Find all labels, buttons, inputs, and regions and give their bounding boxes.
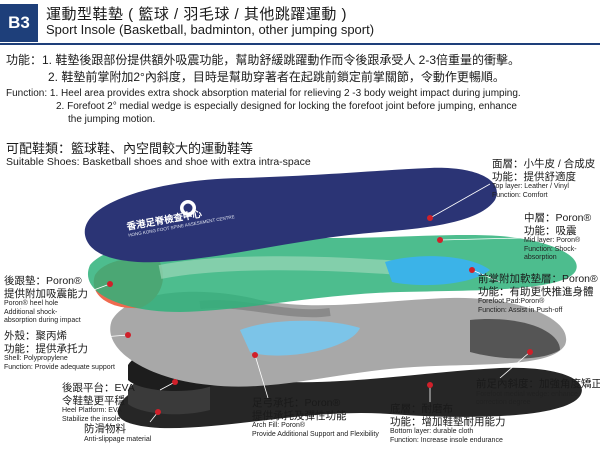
label-text: 面層：小牛皮 / 合成皮 [492,158,595,171]
marker-forefoot-pad [469,267,475,273]
page-title-zh: 運動型鞋墊 ( 籃球 / 羽毛球 / 其他跳躍運動 ) [46,3,347,24]
label-heel-pad: 後跟墊：Poron® 提供附加吸震能力 Poron® heel hole Add… [4,275,88,325]
arch-fill-shape [240,321,360,356]
marker-bottom-layer [427,382,433,388]
label-text: 中層：Poron® [524,212,591,225]
label-text: Function: Provide adequate support [4,364,115,372]
label-text: 足弓承托：Poron® [252,397,379,410]
label-text: Function: Shock- [524,246,591,254]
label-text: correction degree [476,399,600,407]
label-text: Forefoot Pad:Poron® [478,298,598,306]
label-text: Additional shock- [4,309,88,317]
label-text: 提供承托及彈性功能 [252,410,379,423]
label-text: absorption [524,254,591,262]
suitable-shoes-zh: 可配鞋類：籃球鞋、內空間較大的運動鞋等 [6,138,253,157]
top-layer-shape [85,168,497,262]
label-text: Function: Comfort [492,192,595,200]
marker-anti-slip [155,409,161,415]
label-text: Arch Fill: Poron® [252,422,379,430]
label-forefoot-pad: 前掌附加軟墊層：Poron® 功能：有助更快推進身體 Forefoot Pad:… [478,273,598,315]
anti-slip-shape [128,374,210,414]
label-text: Function: Increase insole endurance [390,437,506,445]
label-text: 令鞋墊更平穩 [62,395,135,408]
function-zh-line2: 2. 鞋墊前掌附加2°內斜度，目時是幫助穿著者在起跳前鎖定前掌關節，令動作更暢順… [48,68,505,85]
section-code-badge: B3 [0,4,38,42]
label-text: 前掌附加軟墊層：Poron® [478,273,598,286]
label-text: 後跟墊：Poron® [4,275,88,288]
logo-text: 香港足脊檢查中心 HONG KONG FOOT SPINE ASSESSMENT… [126,203,235,238]
label-text: absorption during impact [4,317,88,325]
marker-shell [125,332,131,338]
label-text: Shell: Polypropylene [4,355,115,363]
label-text: 後跟平台：EVA [62,382,135,395]
marker-forefoot-wedge [527,349,533,355]
label-text: 前足內斜度：加強角度矯正 [476,378,600,391]
label-text: 功能：提供舒適度 [492,171,595,184]
label-text: Forefoot medial wedge: enhance [476,391,600,399]
heel-platform-shape [128,348,215,391]
label-text: Anti-slippage material [84,436,151,444]
label-text: 防滑物料 [84,423,151,436]
marker-top-layer [427,215,433,221]
label-text: Bottom layer: durable cloth [390,428,506,436]
label-text: Poron® heel hole [4,300,88,308]
label-text: 提供附加吸震能力 [4,288,88,301]
label-text: Provide Additional Support and Flexibili… [252,431,379,439]
label-text: Mid layer: Poron® [524,237,591,245]
label-text: 功能：提供承托力 [4,343,115,356]
label-top-layer: 面層：小牛皮 / 合成皮 功能：提供舒適度 Top layer: Leather… [492,158,595,200]
function-zh-line1: 功能：1. 鞋墊後跟部份提供額外吸震功能，幫助舒緩跳躍動作而令後跟承受人 2-3… [6,51,520,68]
marker-heel-pad [107,281,113,287]
suitable-shoes-en: Suitable Shoes: Basketball shoes and sho… [6,156,311,168]
label-heel-platform: 後跟平台：EVA 令鞋墊更平穩 Heel Platform: EVA Stabi… [62,382,135,424]
label-bottom-layer: 底層：耐磨布 功能：增加鞋墊耐用能力 Bottom layer: durable… [390,403,506,445]
label-text: Function: Assist in Push-off [478,307,598,315]
heel-pad-shape [94,258,163,308]
marker-mid-layer [437,237,443,243]
label-text: 功能：增加鞋墊耐用能力 [390,416,506,429]
function-en-line1: Function: 1. Heel area provides extra sh… [6,88,521,100]
label-shell: 外殼：聚丙烯 功能：提供承托力 Shell: Polypropylene Fun… [4,330,115,372]
marker-heel-platform [172,379,178,385]
label-arch-fill: 足弓承托：Poron® 提供承托及彈性功能 Arch Fill: Poron® … [252,397,379,439]
marker-arch-fill [252,352,258,358]
label-text: Heel Platform: EVA [62,407,135,415]
page-title-en: Sport Insole (Basketball, badminton, oth… [46,22,374,37]
label-text: 功能：有助更快推進身體 [478,286,598,299]
label-mid-layer: 中層：Poron® 功能：吸震 Mid layer: Poron® Functi… [524,212,591,262]
forefoot-pad-shape [385,256,490,285]
label-anti-slip: 防滑物料 Anti-slippage material [84,423,151,444]
header-divider [0,43,600,45]
label-text: 功能：吸震 [524,225,591,238]
label-forefoot-wedge: 前足內斜度：加強角度矯正 Forefoot medial wedge: enha… [476,378,600,407]
label-text: 外殼：聚丙烯 [4,330,115,343]
forefoot-wedge-shape [470,319,560,358]
function-en-line3: the jumping motion. [68,114,155,126]
label-text: Top layer: Leather / Vinyl [492,183,595,191]
function-en-line2: 2. Forefoot 2° medial wedge is especiall… [56,101,517,113]
